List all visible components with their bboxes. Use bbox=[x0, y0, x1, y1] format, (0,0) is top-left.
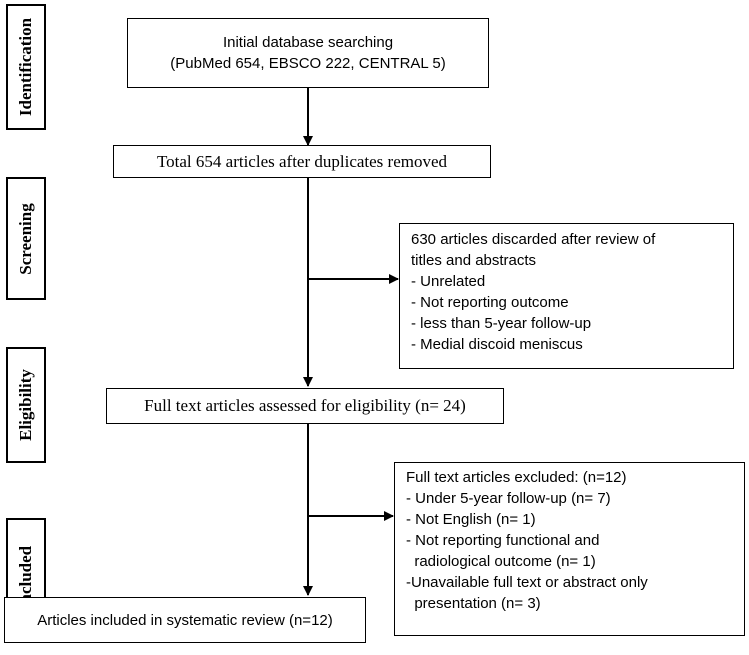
discarded-reason: - Medial discoid meniscus bbox=[411, 336, 583, 353]
fulltext-assessed-text: Full text articles assessed for eligibil… bbox=[144, 396, 466, 415]
discarded-title-line1: 630 articles discarded after review of bbox=[411, 231, 656, 248]
discarded-reason: - Not reporting outcome bbox=[411, 294, 569, 311]
excluded-reason: presentation (n= 3) bbox=[406, 595, 541, 612]
phase-label-screening: Screening bbox=[6, 177, 46, 300]
phase-label-identification: Identification bbox=[6, 4, 46, 130]
discarded-title-line2: titles and abstracts bbox=[411, 252, 537, 269]
excluded-title: Full text articles excluded: (n=12) bbox=[406, 469, 627, 486]
discarded-box: 630 articles discarded after review of t… bbox=[399, 223, 734, 369]
excluded-reason: - Not English (n= 1) bbox=[406, 511, 536, 528]
excluded-reason: - Under 5-year follow-up (n= 7) bbox=[406, 490, 611, 507]
included-review-box: Articles included in systematic review (… bbox=[4, 597, 366, 643]
initial-search-box: Initial database searching (PubMed 654, … bbox=[127, 18, 489, 88]
after-duplicates-text: Total 654 articles after duplicates remo… bbox=[156, 151, 448, 171]
excluded-reason: radiological outcome (n= 1) bbox=[406, 553, 596, 570]
excluded-reason: - Not reporting functional and bbox=[406, 532, 600, 549]
excluded-reason: -Unavailable full text or abstract only bbox=[406, 574, 648, 591]
after-duplicates-box: Total 654 articles after duplicates remo… bbox=[113, 145, 491, 178]
discarded-reason: - Unrelated bbox=[411, 273, 486, 290]
initial-search-title: Initial database searching bbox=[222, 34, 394, 51]
discarded-reason: - less than 5-year follow-up bbox=[411, 315, 592, 332]
excluded-box: Full text articles excluded: (n=12) - Un… bbox=[394, 462, 745, 636]
phase-label-eligibility: Eligibility bbox=[6, 347, 46, 463]
fulltext-assessed-box: Full text articles assessed for eligibil… bbox=[106, 388, 504, 424]
initial-search-sources: (PubMed 654, EBSCO 222, CENTRAL 5) bbox=[170, 55, 446, 72]
included-review-text: Articles included in systematic review (… bbox=[37, 611, 333, 629]
